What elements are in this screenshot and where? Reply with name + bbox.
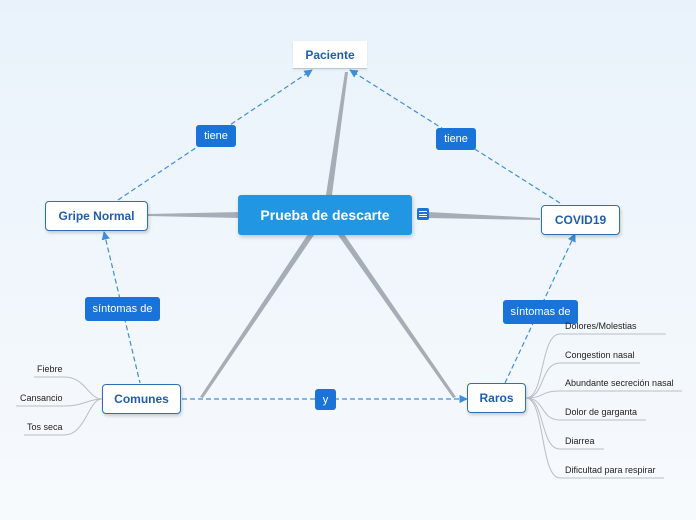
branch-to-gripe — [148, 212, 240, 218]
relation-y[interactable]: y — [315, 389, 336, 410]
branch-to-paciente — [326, 72, 348, 195]
comunes-leaf-connectors — [16, 376, 103, 436]
branch-to-covid — [428, 212, 540, 220]
leaf-diarrea[interactable]: Diarrea — [565, 436, 595, 446]
leaf-dolores-molestias[interactable]: Dolores/Molestias — [565, 321, 637, 331]
leaf-fiebre[interactable]: Fiebre — [37, 364, 63, 374]
leaf-abundante-secrecion[interactable]: Abundante secreción nasal — [565, 378, 674, 388]
raros-leaf-connectors — [525, 333, 682, 479]
leaf-tos-seca[interactable]: Tos seca — [27, 422, 63, 432]
relation-sintomas-right[interactable]: síntomas de — [503, 300, 578, 324]
leaf-dolor-garganta[interactable]: Dolor de garganta — [565, 407, 638, 417]
relation-tiene-left[interactable]: tiene — [196, 125, 236, 147]
rel-gripe-comunes — [101, 231, 141, 384]
branch-to-comunes — [200, 234, 314, 398]
node-paciente[interactable]: Paciente — [293, 41, 367, 69]
relation-tiene-right[interactable]: tiene — [436, 128, 476, 150]
leaf-cansancio[interactable]: Cansancio — [20, 393, 63, 403]
branch-to-raros — [338, 234, 456, 398]
note-icon[interactable] — [417, 208, 429, 220]
leaf-congestion-nasal[interactable]: Congestion nasal — [565, 350, 635, 360]
central-branches — [148, 72, 540, 398]
relation-sintomas-left[interactable]: síntomas de — [85, 297, 160, 321]
node-covid19[interactable]: COVID19 — [541, 205, 620, 235]
central-topic[interactable]: Prueba de descarte — [238, 195, 412, 235]
leaf-dificultad-respirar[interactable]: Dificultad para respirar — [565, 465, 656, 475]
node-raros[interactable]: Raros — [467, 383, 526, 413]
node-comunes[interactable]: Comunes — [102, 384, 181, 414]
node-gripe-normal[interactable]: Gripe Normal — [45, 201, 148, 231]
